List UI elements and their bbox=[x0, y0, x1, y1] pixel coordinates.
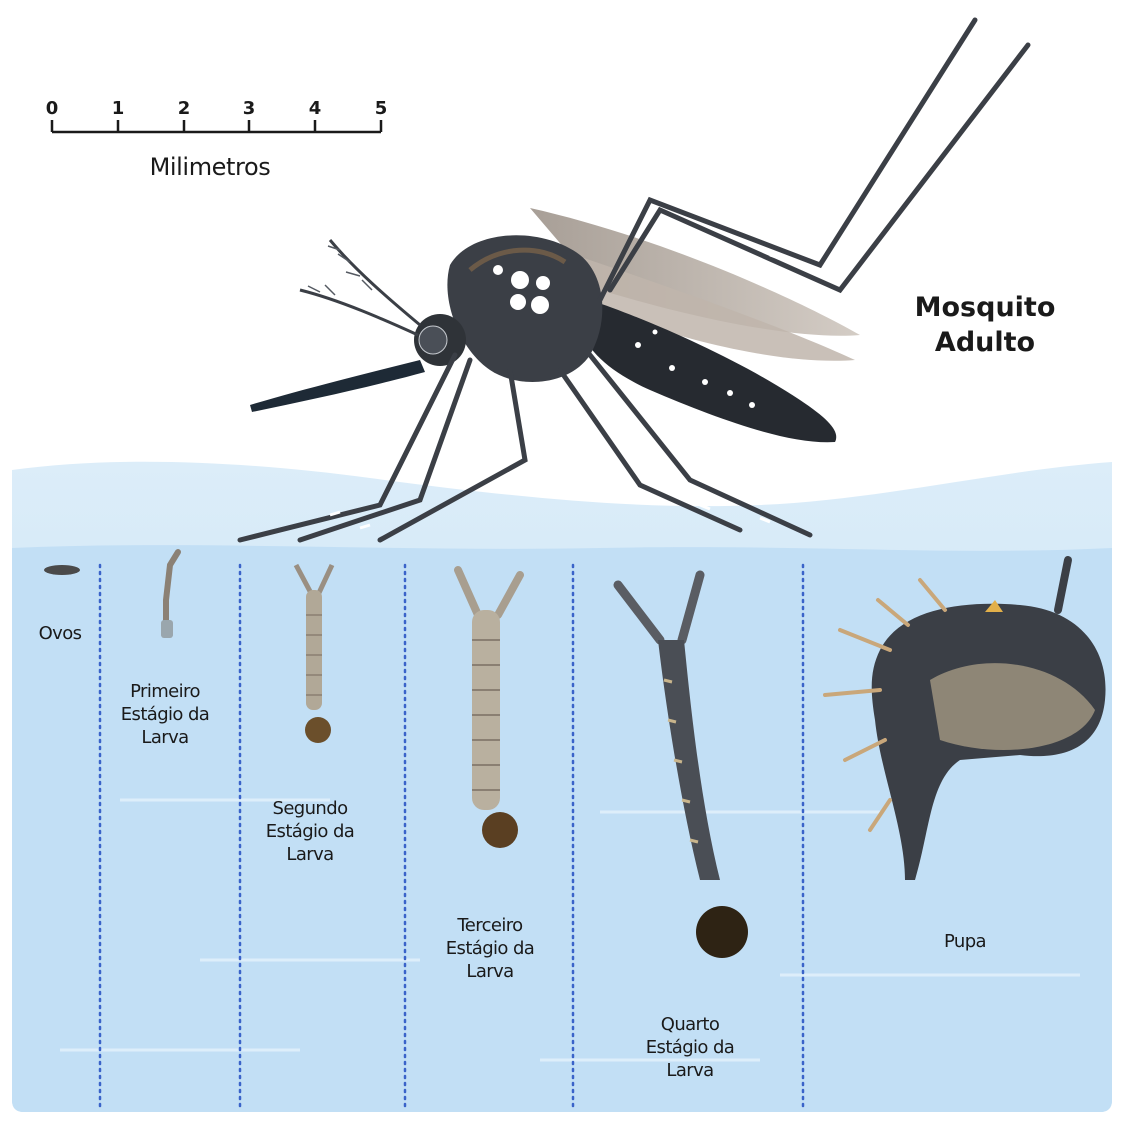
label-first-instar: Primeiro Estágio da Larva bbox=[100, 680, 230, 749]
adult-mosquito-title: Mosquito Adulto bbox=[905, 290, 1065, 360]
scale-bar bbox=[52, 120, 381, 132]
scale-tick-4: 4 bbox=[305, 98, 325, 119]
scale-tick-1: 1 bbox=[108, 98, 128, 119]
adult-title-line-2: Adulto bbox=[905, 325, 1065, 360]
scale-tick-2: 2 bbox=[174, 98, 194, 119]
eggs-illustration bbox=[44, 565, 80, 575]
scale-tick-3: 3 bbox=[239, 98, 259, 119]
adult-title-line-1: Mosquito bbox=[905, 290, 1065, 325]
label-third-instar: Terceiro Estágio da Larva bbox=[415, 914, 565, 983]
scale-tick-0: 0 bbox=[42, 98, 62, 119]
scale-tick-5: 5 bbox=[371, 98, 391, 119]
adult-mosquito-illustration bbox=[240, 20, 1028, 540]
label-pupa: Pupa bbox=[905, 930, 1025, 953]
label-second-instar: Segundo Estágio da Larva bbox=[240, 797, 380, 866]
scale-unit-label: Milimetros bbox=[125, 153, 295, 181]
label-eggs: Ovos bbox=[20, 622, 100, 645]
label-fourth-instar: Quarto Estágio da Larva bbox=[620, 1013, 760, 1082]
